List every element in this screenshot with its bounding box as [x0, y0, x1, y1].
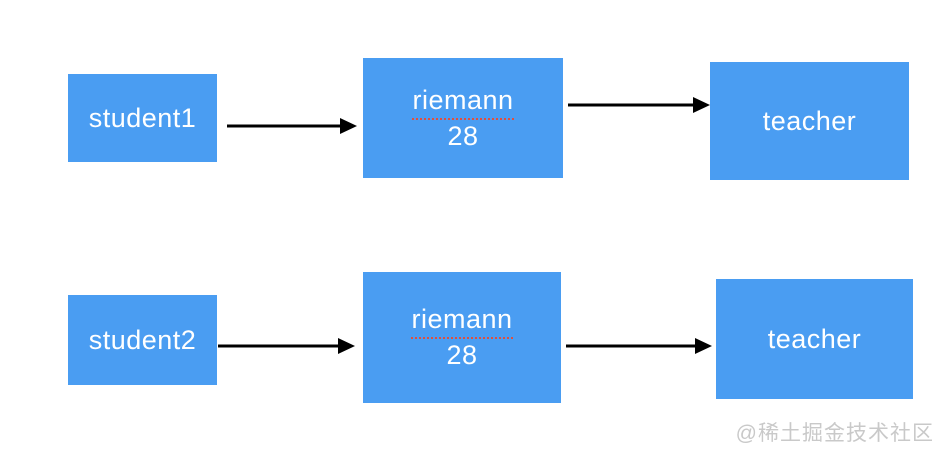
arrow-riemann-to-teacher-row2 — [566, 338, 712, 354]
arrow-shaft — [568, 103, 696, 107]
watermark: @稀土掘金技术社区 — [735, 422, 934, 445]
node-teacher-row2-label: teacher — [767, 323, 862, 354]
node-riemann-row2-name: riemann — [411, 303, 513, 339]
node-riemann-row1-name: riemann — [412, 84, 514, 120]
arrow-student1-to-riemann — [227, 118, 357, 134]
arrow-shaft — [218, 344, 341, 348]
node-student2: student2 — [68, 295, 217, 385]
node-riemann-row2: riemann 28 — [363, 272, 561, 403]
arrow-head-icon — [695, 338, 712, 354]
node-riemann-row1-age: 28 — [447, 120, 479, 151]
arrow-head-icon — [340, 118, 357, 134]
node-student1-label: student1 — [88, 102, 197, 133]
node-student1: student1 — [68, 74, 217, 162]
node-student2-label: student2 — [88, 324, 197, 355]
arrow-shaft — [566, 344, 698, 348]
arrow-student2-to-riemann — [218, 338, 355, 354]
node-riemann-row2-age: 28 — [446, 340, 478, 370]
arrow-head-icon — [338, 338, 355, 354]
arrow-riemann-to-teacher-row1 — [568, 97, 710, 113]
node-teacher-row1: teacher — [710, 62, 909, 180]
node-teacher-row1-label: teacher — [762, 105, 857, 136]
node-teacher-row2: teacher — [716, 279, 913, 399]
node-riemann-row1: riemann 28 — [363, 58, 563, 178]
arrow-head-icon — [693, 97, 710, 113]
arrow-shaft — [227, 124, 343, 128]
